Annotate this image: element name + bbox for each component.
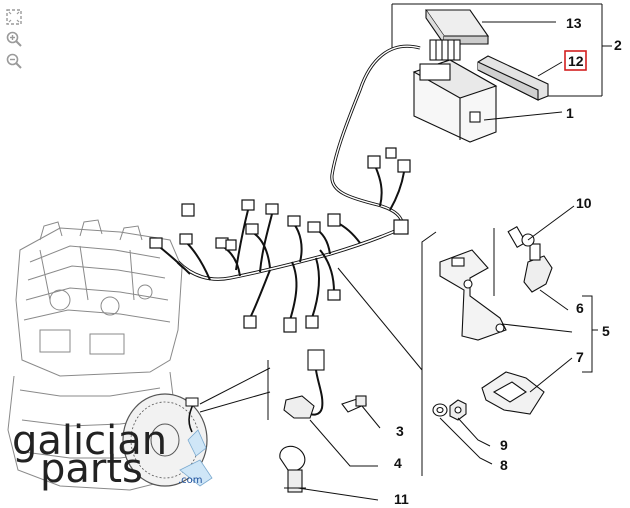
callout-13[interactable]: 13 (566, 15, 582, 31)
highlight-box (564, 50, 587, 71)
callout-9[interactable]: 9 (500, 437, 508, 453)
watermark-logo: galician parts .com (12, 418, 203, 492)
zoom-out-button[interactable] (4, 52, 24, 70)
callout-12[interactable]: 12 (568, 53, 584, 69)
callout-11[interactable]: 11 (394, 491, 409, 507)
callout-2[interactable]: 2 (614, 37, 622, 53)
zoom-in-icon (6, 31, 22, 47)
callout-5[interactable]: 5 (602, 323, 610, 339)
wiring-harness (155, 44, 421, 321)
knock-sensor-group (279, 349, 367, 493)
watermark-line1: galician (12, 418, 167, 464)
callout-10[interactable]: 10 (576, 195, 592, 211)
flywheel (122, 393, 213, 487)
callout-1[interactable]: 1 (566, 105, 574, 121)
expand-frame-icon (6, 9, 22, 25)
callout-6[interactable]: 6 (576, 300, 584, 316)
bracket-assembly (432, 225, 553, 421)
callout-8[interactable]: 8 (500, 457, 508, 473)
leader-lines (297, 21, 575, 501)
callout-7[interactable]: 7 (576, 349, 584, 365)
callout-3[interactable]: 3 (396, 423, 404, 439)
zoom-in-button[interactable] (4, 30, 24, 48)
group-brackets (199, 3, 612, 476)
ecu-assembly (412, 9, 549, 143)
callout-4[interactable]: 4 (394, 455, 402, 471)
zoom-out-icon (6, 53, 22, 69)
callout-labels: 13 2 12 1 10 6 5 7 3 9 4 8 11 (394, 15, 622, 507)
watermark-line2: parts (40, 446, 143, 492)
harness-connectors (149, 147, 411, 333)
fit-to-screen-button[interactable] (4, 8, 24, 26)
watermark-suffix: .com (178, 475, 203, 486)
